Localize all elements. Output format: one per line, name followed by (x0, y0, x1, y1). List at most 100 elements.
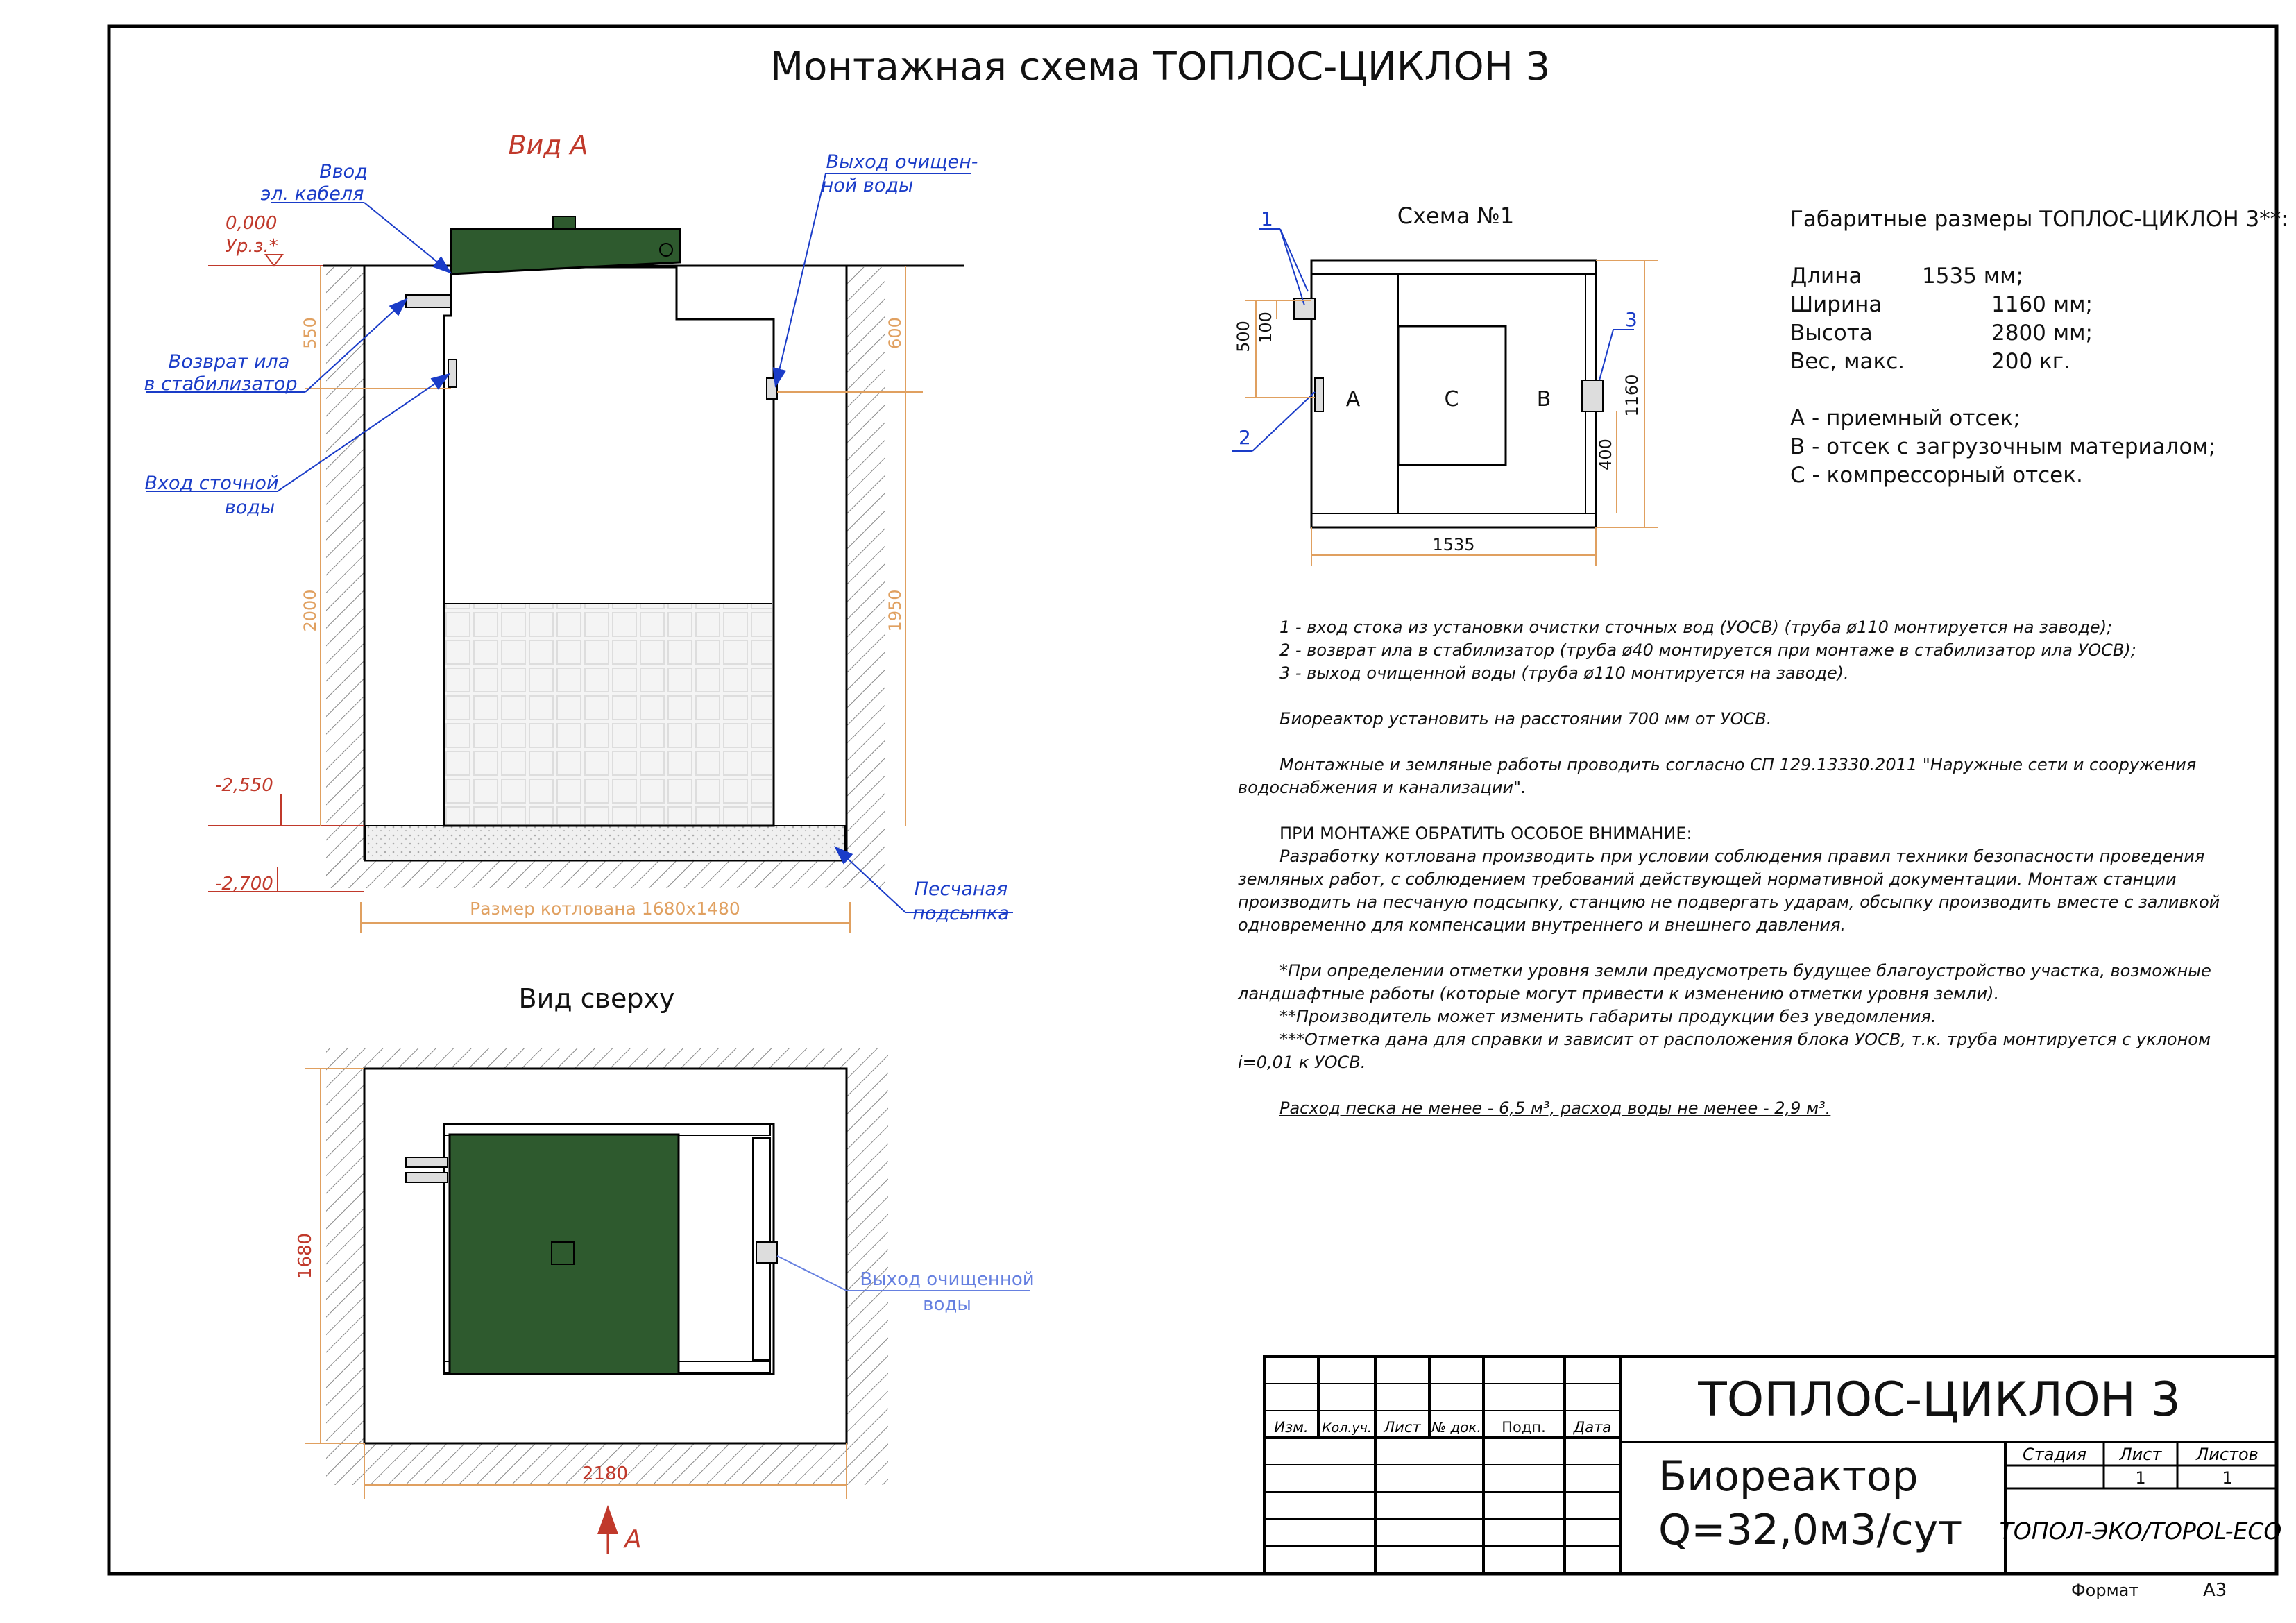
pipe-inlet (448, 359, 457, 388)
dimensions-title: Габаритные размеры ТОПЛОС-ЦИКЛОН 3**: (1790, 207, 2288, 232)
scheme1-dim-500: 500 (1234, 321, 1253, 352)
label-outlet-1: Выход очищен- (826, 151, 978, 173)
stamp-h-kol: Кол.уч. (1322, 1420, 1372, 1436)
label-sludge-1: Возврат ила (169, 351, 290, 373)
top-dims (305, 1068, 847, 1499)
label-outlet-2: ной воды (822, 175, 914, 196)
note-item-2: 2 - возврат ила в стабилизатор (труба ø4… (1279, 640, 2136, 660)
level-ground-note: Ур.з.* (226, 236, 278, 257)
stamp-name-2: Q=32,0м3/сут (1658, 1506, 1962, 1554)
scheme1-marker-3: 3 (1625, 308, 1638, 331)
dim-550: 550 (300, 317, 320, 349)
stamp-h-data: Дата (1573, 1419, 1611, 1436)
sheet-title: Монтажная схема ТОПЛОС-ЦИКЛОН 3 (770, 44, 1550, 90)
dim-1680: 1680 (295, 1233, 316, 1279)
scheme1-dim-400: 400 (1596, 439, 1615, 470)
stamp-format-label: Формат (2071, 1581, 2138, 1600)
note-footnote-3: ***Отметка дана для справки и зависит от… (1238, 1030, 2211, 1072)
level-bottom-value: -2,550 (215, 775, 273, 796)
legend-b: В - отсек с загрузочным материалом; (1790, 434, 2216, 459)
view-a-title: Вид А (508, 130, 588, 160)
dim-1950: 1950 (885, 589, 905, 631)
label-cable-1: Ввод (319, 161, 368, 182)
scheme1-compressor (1397, 325, 1507, 466)
soil-hatch-bottom (326, 860, 885, 888)
view-a-dims (305, 266, 923, 933)
notes-block: 1 - вход стока из установки очистки сточ… (1238, 616, 2251, 1120)
view-top-title: Вид сверху (519, 983, 675, 1014)
stamp-sheets-val: 1 (2222, 1468, 2232, 1488)
top-outlet-label-2: воды (923, 1294, 971, 1315)
stamp-sheet-val: 1 (2135, 1468, 2145, 1488)
stamp-h-list: Лист (1383, 1419, 1421, 1436)
dim-600: 600 (885, 317, 905, 349)
view-arrow-label: А (623, 1525, 642, 1554)
stamp-product: ТОПЛОС-ЦИКЛОН 3 (1697, 1373, 2180, 1427)
note-item-3: 3 - выход очищенной воды (труба ø110 мон… (1279, 663, 1849, 683)
scheme1-b: B (1537, 387, 1551, 411)
view-top: Вид сверху 1680 2180 Выход очищенной вод… (295, 983, 1035, 1554)
note-works: Монтажные и земляные работы проводить со… (1238, 755, 2197, 797)
legend-c: С - компрессорный отсек. (1790, 463, 2083, 488)
stamp-stage: Стадия (2023, 1445, 2086, 1464)
level-ground-value: 0,000 (226, 213, 277, 234)
stamp-h-podp: Подп. (1502, 1419, 1546, 1436)
top-outlet-label-1: Выход очищенной (860, 1269, 1034, 1290)
scheme1-c: C (1445, 387, 1459, 411)
scheme1-dim-1160: 1160 (1622, 374, 1642, 416)
top-lid (448, 1133, 680, 1375)
label-sludge-2: в стабилизатор (144, 373, 298, 395)
stamp-format-val: А3 (2203, 1580, 2227, 1601)
note-footnote-1: *При определении отметки уровня земли пр… (1238, 961, 2211, 1003)
stamp-h-izm: Изм. (1274, 1419, 1308, 1436)
scheme-1: Схема №1 A C B 1 2 3 (1232, 203, 1658, 566)
stamp-h-doc: № док. (1431, 1419, 1481, 1436)
view-a-leaders (146, 173, 1013, 913)
note-attention-title: ПРИ МОНТАЖЕ ОБРАТИТЬ ОСОБОЕ ВНИМАНИЕ: (1279, 824, 1692, 843)
note-footnote-2: **Производитель может изменить габариты … (1279, 1007, 1937, 1026)
level-ground: 0,000 Ур.з.* (208, 213, 323, 267)
note-item-1: 1 - вход стока из установки очистки сточ… (1279, 618, 2113, 637)
note-distance: Биореактор установить на расстоянии 700 … (1279, 709, 1772, 729)
label-sand-2: подсыпка (912, 903, 1010, 924)
stamp-company: ТОПОЛ-ЭКО/TOPOL-ECO (2000, 1518, 2282, 1545)
level-pit-value: -2,700 (215, 874, 273, 894)
lid-handle (552, 216, 576, 230)
legend-a: А - приемный отсек; (1790, 406, 2021, 431)
scheme1-a: A (1346, 387, 1361, 411)
dim-2180: 2180 (582, 1463, 628, 1484)
level-pit: -2,700 (208, 867, 364, 894)
scheme1-title: Схема №1 (1397, 203, 1515, 229)
sand-bedding (365, 825, 846, 861)
stamp-sheet: Лист (2119, 1445, 2163, 1464)
soil-hatch-right (847, 267, 885, 885)
dim-2000: 2000 (300, 589, 320, 631)
stamp-name-1: Биореактор (1658, 1452, 1919, 1501)
note-consumption: Расход песка не менее - 6,5 м³, расход в… (1279, 1098, 1831, 1118)
tank-media (445, 604, 772, 824)
dimensions-block: Габаритные размеры ТОПЛОС-ЦИКЛОН 3**: Дл… (1790, 205, 2288, 490)
title-block: Изм. Кол.уч. Лист № док. Подп. Дата ТОПЛ… (1263, 1355, 2282, 1601)
label-inlet-2: воды (225, 497, 275, 518)
stamp-sheets: Листов (2195, 1445, 2259, 1464)
label-sand-1: Песчаная (915, 878, 1008, 900)
view-a: Вид А 0,000 Ур.з.* (144, 130, 1013, 933)
scheme1-tank (1310, 259, 1597, 529)
scheme1-dims (1245, 260, 1658, 566)
label-cable-2: эл. кабеля (261, 183, 364, 205)
level-bottom: -2,550 (208, 775, 364, 826)
scheme1-marker-2: 2 (1239, 426, 1251, 449)
top-hatch (551, 1241, 575, 1265)
label-inlet-1: Вход сточной (144, 473, 278, 494)
dim-pit-size: Размер котлована 1680х1480 (470, 899, 740, 919)
dim-row-weight: Вес, макс.200 кг. (1790, 349, 2070, 374)
pipe-sludge (405, 294, 452, 308)
sheet-frame (107, 24, 2279, 1576)
scheme1-leaders (1232, 228, 1634, 452)
scheme1-dim-100: 100 (1256, 312, 1275, 343)
pipe-outlet (766, 377, 778, 400)
